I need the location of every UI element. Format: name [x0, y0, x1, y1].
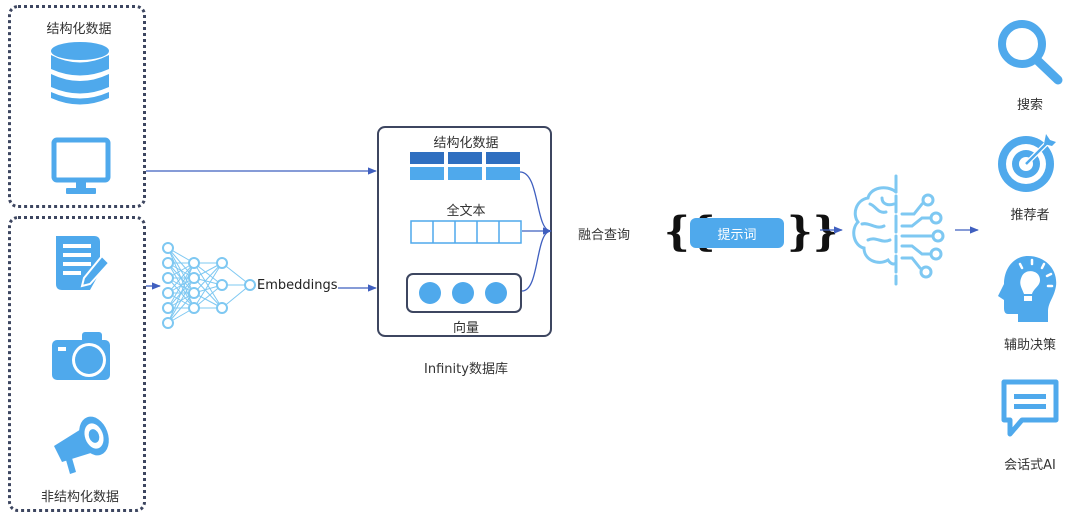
camera-icon: [52, 332, 110, 380]
nn-node: [162, 302, 174, 314]
nn-node: [188, 272, 200, 284]
nn-node: [188, 257, 200, 269]
nn-edge: [167, 262, 195, 324]
nn-node: [162, 242, 174, 254]
db-vector-label: 向量: [452, 321, 480, 336]
nn-node: [244, 279, 256, 291]
db-fulltext-label: 全文本: [446, 204, 486, 219]
unstructured-data-group: [8, 216, 146, 512]
app-label-conversational-ai: 会话式AI: [1004, 458, 1056, 473]
nn-node: [188, 302, 200, 314]
prompt-label: 提示词: [717, 227, 757, 243]
vector-dots-icon: [419, 282, 507, 304]
megaphone-icon: [54, 416, 109, 474]
nn-edge: [167, 292, 195, 324]
head-idea-icon: [998, 256, 1057, 322]
app-label-search: 搜索: [1016, 98, 1044, 113]
nn-node: [216, 302, 228, 314]
unstructured-data-title: 非结构化数据: [40, 490, 120, 505]
nn-node: [216, 257, 228, 269]
vector-box: [406, 273, 522, 313]
monitor-icon: [51, 137, 111, 194]
structured-data-title: 结构化数据: [46, 22, 112, 37]
target-icon: [998, 134, 1056, 192]
search-icon: [998, 20, 1063, 85]
chat-icon: [1001, 379, 1059, 437]
nn-edge: [193, 262, 223, 294]
nn-edge: [167, 262, 195, 309]
embeddings-label: Embeddings: [257, 278, 338, 293]
nn-edge: [193, 262, 223, 309]
prompt-box: 提示词: [690, 218, 784, 248]
nn-node: [162, 257, 174, 269]
database-caption: Infinity数据库: [424, 362, 508, 377]
db-structured-label: 结构化数据: [433, 136, 499, 151]
document-edit-icon: [56, 236, 111, 290]
nn-node: [216, 279, 228, 291]
nn-edge: [193, 277, 223, 309]
nn-edge: [221, 284, 251, 309]
nn-node: [162, 317, 174, 329]
nn-node: [188, 287, 200, 299]
nn-edge: [167, 262, 195, 294]
structured-data-group: [8, 5, 146, 208]
nn-node: [162, 287, 174, 299]
nn-edge: [167, 277, 195, 324]
structured-table-icon: [410, 152, 520, 180]
fulltext-cells-icon: [410, 220, 522, 244]
nn-edge: [193, 284, 223, 309]
app-label-decision-support: 辅助决策: [1003, 338, 1057, 353]
fusion-query-label: 融合查询: [578, 228, 631, 243]
nn-node: [162, 272, 174, 284]
app-label-recommender: 推荐者: [1010, 208, 1050, 223]
close-brace: }}: [787, 208, 839, 255]
database-icon: [51, 42, 109, 105]
ai-brain-icon: [852, 174, 945, 286]
neural-network-icon: [162, 242, 256, 329]
